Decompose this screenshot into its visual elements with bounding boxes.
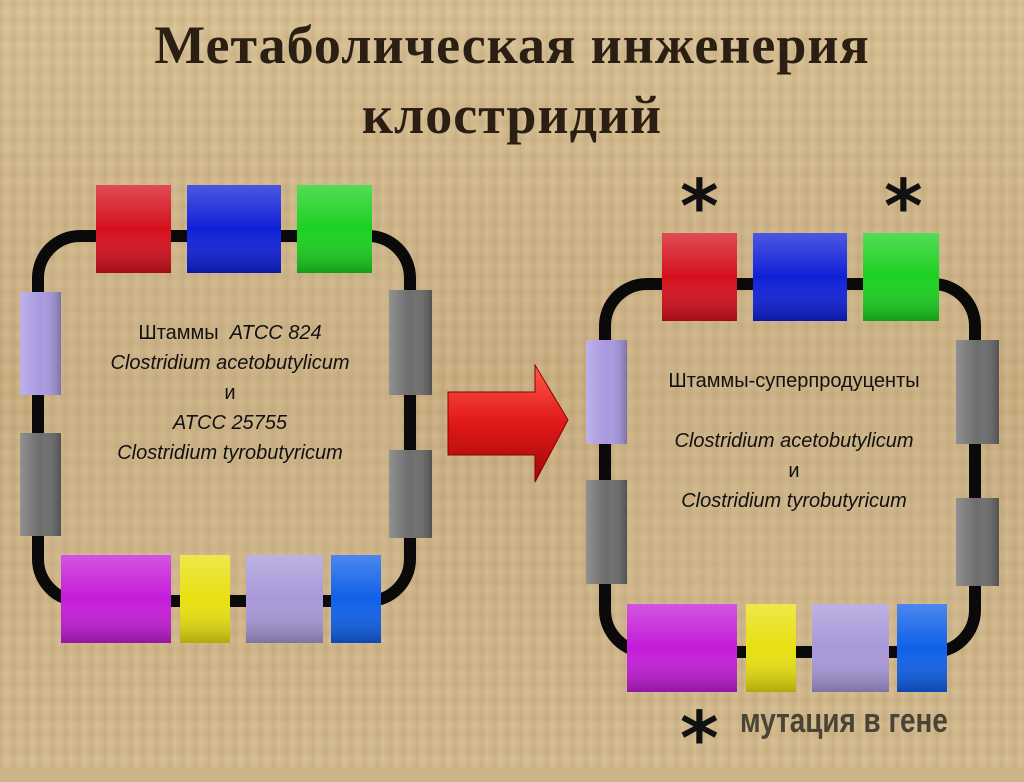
left-gene-bright-blue	[331, 555, 381, 643]
mutation-star-green-icon: *	[884, 164, 923, 250]
right-ring-inner-panel	[613, 292, 967, 644]
left-species-acetobutylicum: Clostridium acetobutylicum	[110, 352, 350, 374]
right-gene-bright-blue	[897, 604, 947, 692]
mutation-star-legend-icon: *	[680, 696, 719, 782]
left-gene-green	[297, 185, 372, 273]
left-gene-yellow	[180, 555, 230, 643]
left-conjunction: и	[224, 382, 236, 404]
left-strain-prefix: Штаммы	[138, 322, 219, 344]
right-gene-blue	[753, 233, 847, 321]
right-gene-gray-left	[586, 480, 627, 584]
left-gene-red	[96, 185, 171, 273]
right-gene-red	[662, 233, 737, 321]
left-gene-gray-right-top	[389, 290, 432, 395]
right-strain-label: Штаммы-суперпродуценты Clostridium aceto…	[624, 366, 964, 516]
right-species-acetobutylicum: Clostridium acetobutylicum	[674, 430, 914, 452]
left-strain-code-824: ATCC 824	[229, 322, 322, 344]
right-gene-yellow	[746, 604, 796, 692]
transformation-arrow	[447, 363, 569, 483]
right-superproducers-title: Штаммы-суперпродуценты	[668, 370, 920, 392]
right-gene-gray-right-bottom	[956, 498, 999, 586]
left-gene-blue	[187, 185, 281, 273]
left-gene-lavender	[20, 292, 61, 395]
right-species-tyrobutyricum: Clostridium tyrobutyricum	[681, 490, 907, 512]
left-gene-light-purple	[246, 555, 323, 643]
left-gene-gray-left	[20, 433, 61, 536]
right-gene-light-purple	[812, 604, 889, 692]
left-gene-magenta	[61, 555, 171, 643]
slide-title-line1: Метаболическая инженерия	[154, 15, 870, 75]
right-gene-lavender	[586, 340, 627, 444]
slide-title-line2: клостридий	[361, 85, 663, 145]
left-strain-label: Штаммы ATCC 824 Clostridium acetobutylic…	[60, 318, 400, 468]
right-conjunction: и	[788, 460, 800, 482]
mutation-star-red-icon: *	[680, 164, 719, 250]
right-gene-green	[863, 233, 939, 321]
left-ring-inner-panel	[46, 244, 402, 593]
right-gene-gray-right-top	[956, 340, 999, 444]
left-strain-code-25755: ATCC 25755	[172, 412, 288, 434]
left-species-tyrobutyricum: Clostridium tyrobutyricum	[117, 442, 343, 464]
mutation-legend-label: мутация в гене	[740, 702, 948, 740]
right-gene-magenta	[627, 604, 737, 692]
left-gene-gray-right-bottom	[389, 450, 432, 538]
